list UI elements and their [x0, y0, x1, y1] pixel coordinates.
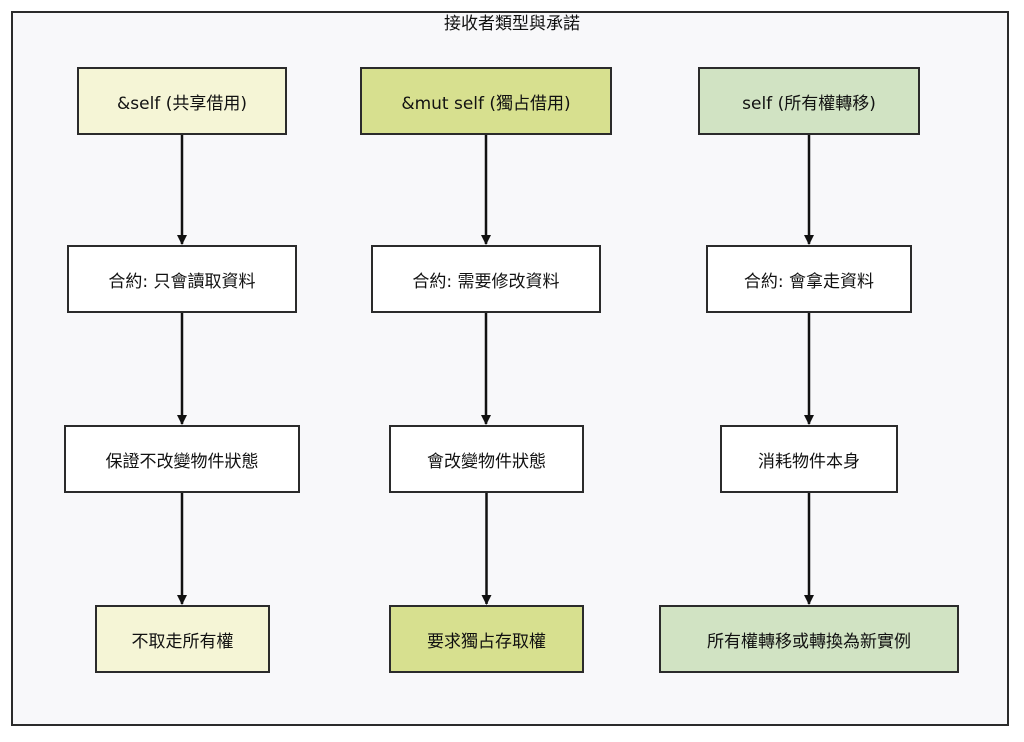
node-label: 要求獨占存取權 [427, 631, 546, 652]
node-mutable-borrow: &mut self (獨占借用) [360, 67, 612, 135]
node-shared-result: 不取走所有權 [95, 605, 270, 673]
diagram-title: 接收者類型與承諾 [444, 14, 580, 34]
node-label: &mut self (獨占借用) [401, 93, 571, 114]
node-shared-effect: 保證不改變物件狀態 [64, 425, 300, 493]
node-label: 合約: 會拿走資料 [743, 271, 875, 292]
node-mutable-result: 要求獨占存取權 [389, 605, 584, 673]
node-shared-contract: 合約: 只會讀取資料 [67, 245, 297, 313]
node-mutable-effect: 會改變物件狀態 [389, 425, 584, 493]
node-label: 會改變物件狀態 [427, 451, 546, 472]
node-label: 不取走所有權 [131, 631, 234, 652]
node-label: 合約: 只會讀取資料 [108, 271, 256, 292]
node-label: 消耗物件本身 [758, 451, 860, 472]
node-label: 合約: 需要修改資料 [412, 271, 560, 292]
node-owned-result: 所有權轉移或轉換為新實例 [659, 605, 959, 673]
node-owned-self: self (所有權轉移) [698, 67, 920, 135]
node-owned-contract: 合約: 會拿走資料 [706, 245, 912, 313]
node-owned-effect: 消耗物件本身 [720, 425, 898, 493]
node-label: self (所有權轉移) [742, 93, 876, 114]
node-mutable-contract: 合約: 需要修改資料 [371, 245, 601, 313]
node-label: 保證不改變物件狀態 [105, 451, 259, 472]
node-label: &self (共享借用) [117, 93, 247, 114]
node-label: 所有權轉移或轉換為新實例 [707, 631, 911, 652]
node-shared-borrow: &self (共享借用) [77, 67, 287, 135]
